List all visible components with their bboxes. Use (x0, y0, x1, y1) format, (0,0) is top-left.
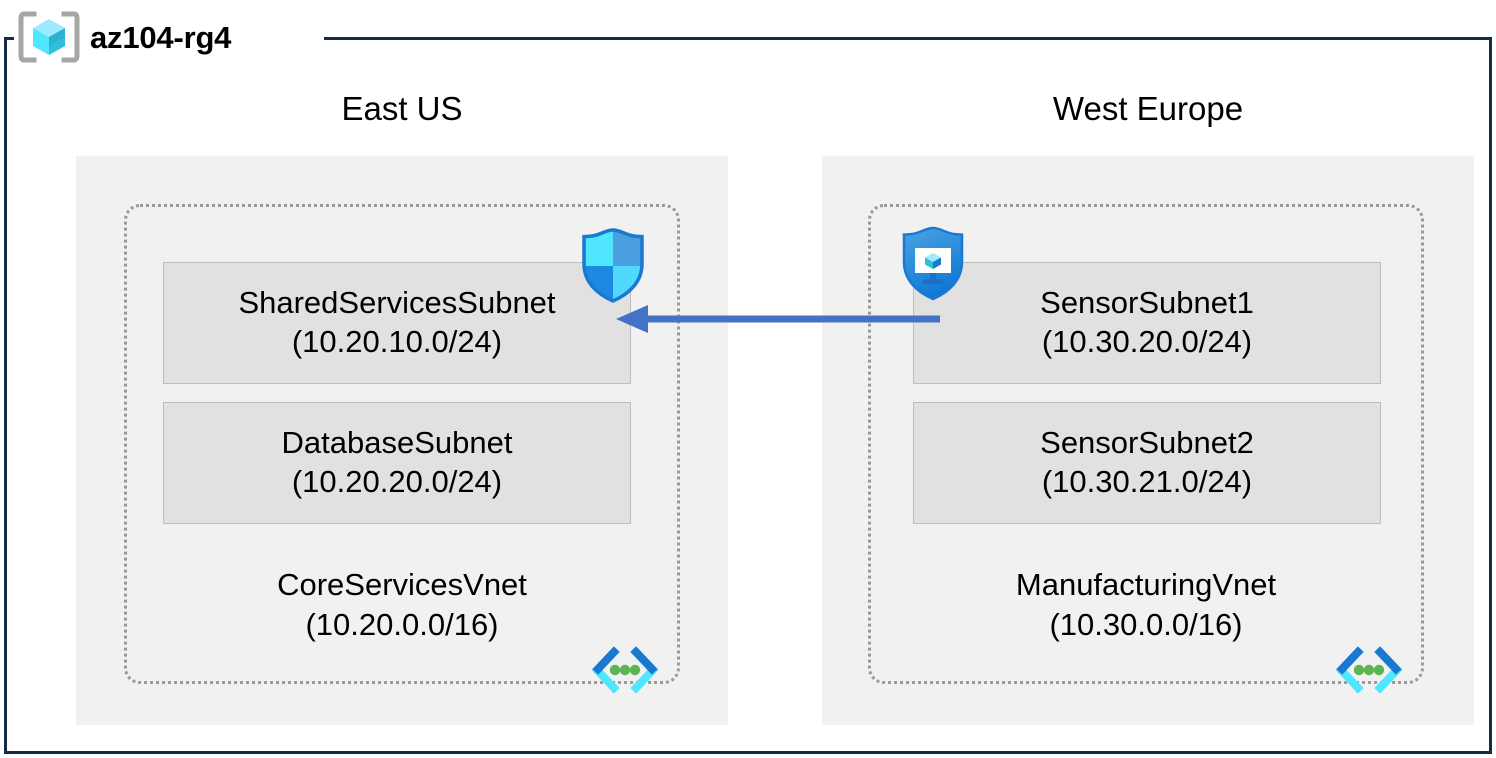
vnet-name: ManufacturingVnet (1015, 567, 1277, 602)
vnet-label-coreservicesvnet: CoreServicesVnet (10.20.0.0/16) (124, 565, 680, 644)
application-security-group-shield-icon[interactable] (898, 224, 968, 302)
subnet-sensorsubnet2[interactable]: SensorSubnet2 (10.30.21.0/24) (913, 402, 1381, 524)
virtual-network-icon[interactable] (591, 646, 659, 694)
resource-group-frame (4, 37, 1492, 754)
region-label-east-us: East US (341, 90, 463, 127)
vnet-name: CoreServicesVnet (277, 567, 527, 602)
resource-group-title-notch (14, 28, 324, 48)
virtual-network-icon[interactable] (1335, 646, 1403, 694)
subnet-address-prefix: (10.30.20.0/24) (1041, 324, 1253, 359)
subnet-databasesubnet[interactable]: DatabaseSubnet (10.20.20.0/24) (163, 402, 631, 524)
vnet-address-space: (10.30.0.0/16) (1049, 606, 1243, 642)
subnet-name: SharedServicesSubnet (238, 285, 556, 321)
resource-group-name: az104-rg4 (90, 19, 232, 55)
vnet-boundary-coreservicesvnet (124, 204, 680, 684)
resource-group-cube-icon (18, 11, 80, 63)
vnet-label-manufacturingvnet: ManufacturingVnet (10.30.0.0/16) (868, 565, 1424, 644)
subnet-name: SensorSubnet1 (1040, 285, 1254, 321)
network-security-group-shield-icon[interactable] (578, 226, 648, 304)
subnet-address-prefix: (10.30.21.0/24) (1041, 464, 1253, 499)
vnet-peering-arrow (612, 296, 940, 342)
subnet-address-prefix: (10.20.20.0/24) (291, 464, 503, 499)
subnet-address-prefix: (10.20.10.0/24) (291, 324, 503, 359)
subnet-name: DatabaseSubnet (281, 425, 513, 461)
vnet-boundary-manufacturingvnet (868, 204, 1424, 684)
subnet-sharedservicessubnet[interactable]: SharedServicesSubnet (10.20.10.0/24) (163, 262, 631, 384)
subnet-sensorsubnet1[interactable]: SensorSubnet1 (10.30.20.0/24) (913, 262, 1381, 384)
subnet-name: SensorSubnet2 (1040, 425, 1254, 461)
resource-group-header: az104-rg4 (18, 8, 231, 66)
region-label-west-europe: West Europe (1052, 90, 1244, 127)
vnet-address-space: (10.20.0.0/16) (305, 606, 499, 642)
